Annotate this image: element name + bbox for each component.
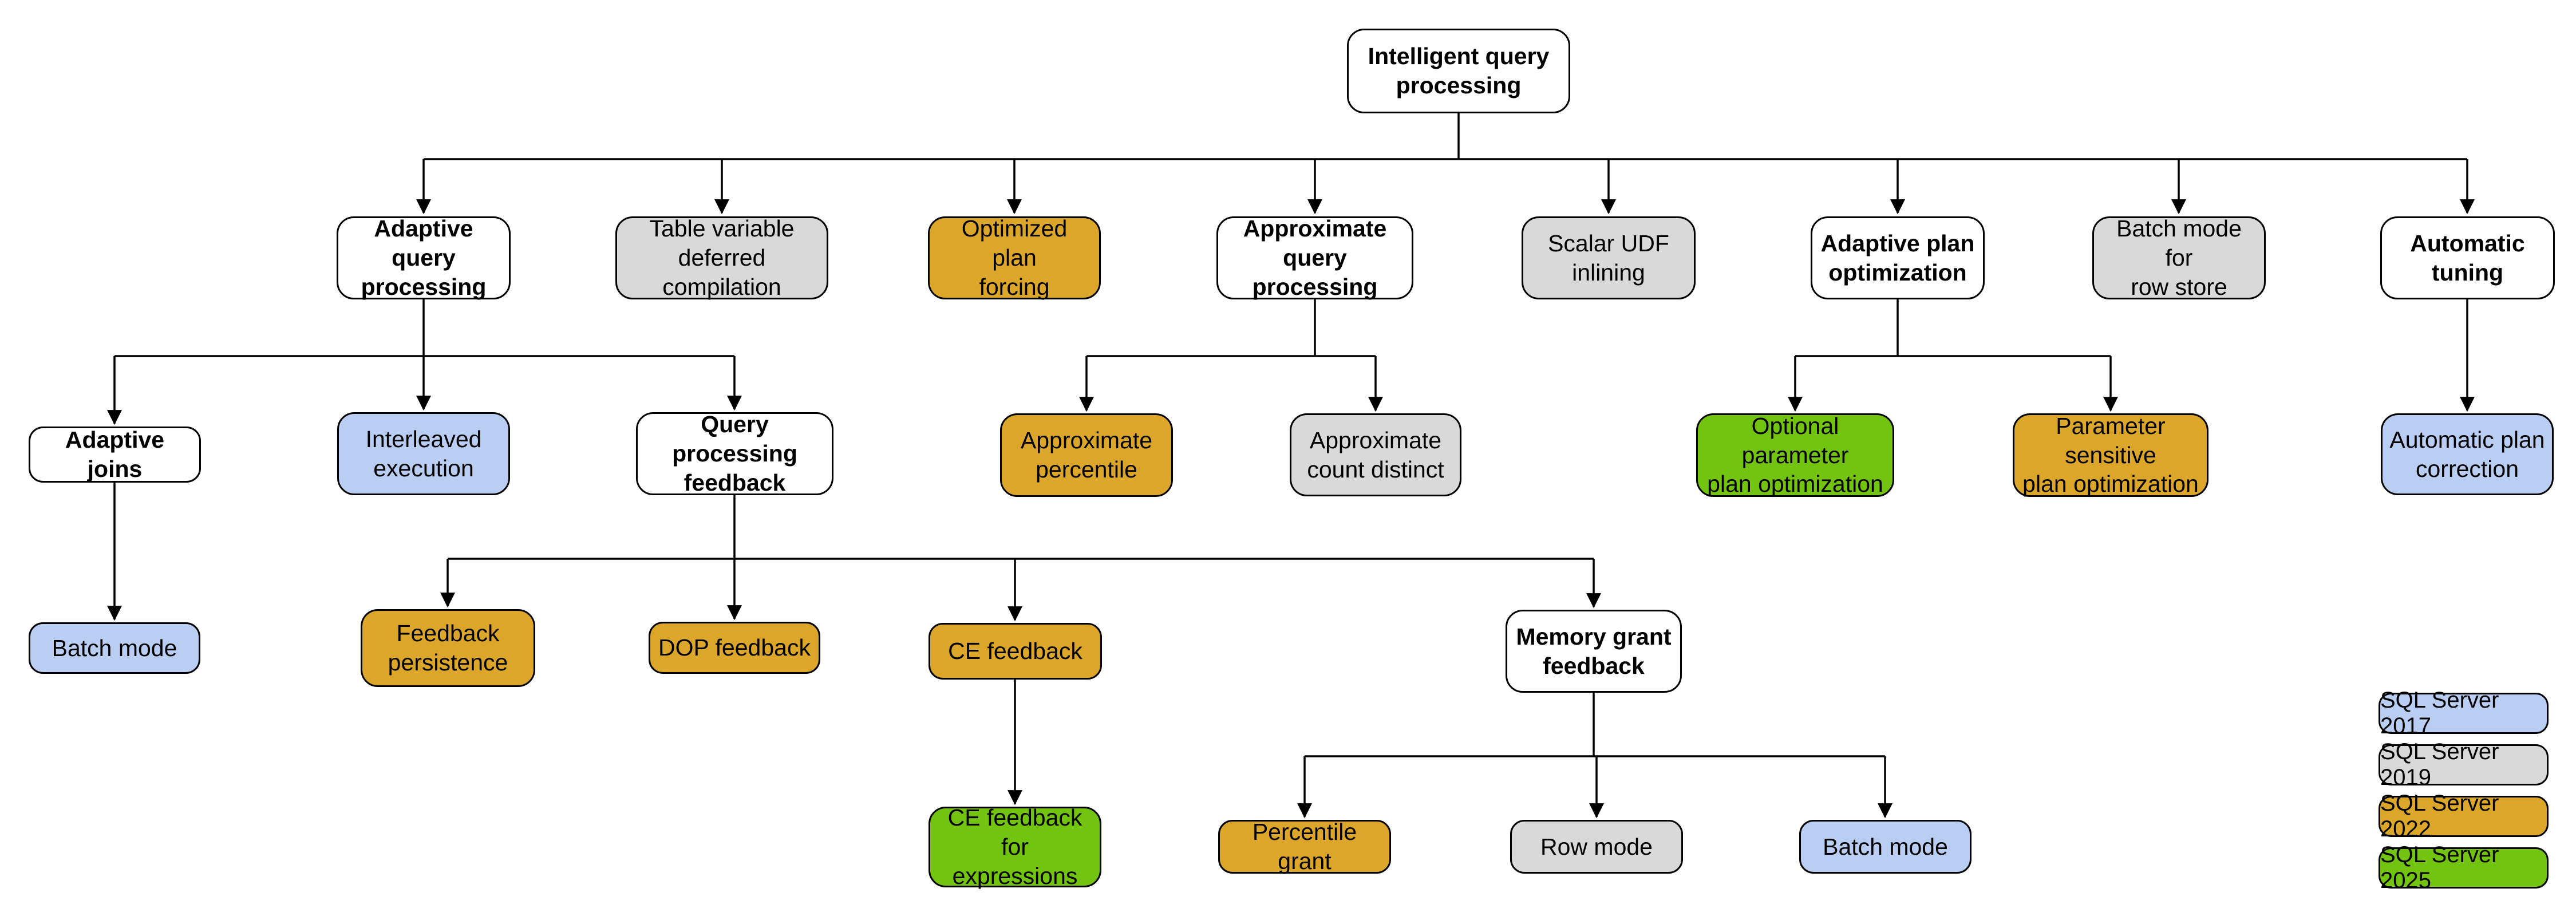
node-adaptive-plan-optimization: Adaptive plan optimization [1811,216,1985,299]
node-label: Adaptive plan optimization [1820,230,1975,286]
node-label: Adaptive joins [65,427,165,482]
node-label: DOP feedback [658,634,811,661]
node-label: Optimized plan forcing [961,215,1068,300]
legend: SQL Server 2017 SQL Server 2019 SQL Serv… [2379,688,2549,893]
node-row-mode: Row mode [1510,820,1683,874]
node-feedback-persistence: Feedback persistence [361,609,535,687]
node-automatic-plan-correction: Automatic plan correction [2381,413,2554,495]
node-label: Row mode [1540,833,1653,860]
node-optional-parameter-plan-optimization: Optional parameter plan optimization [1696,413,1894,497]
node-label: Batch mode for row store [2116,215,2242,300]
node-batch-mode: Batch mode [29,622,200,674]
legend-item-sql-server-2019: SQL Server 2019 [2379,739,2549,790]
node-dop-feedback: DOP feedback [649,622,820,674]
node-label: Approximate query processing [1243,215,1387,300]
node-intelligent-query-processing: Intelligent query processing [1347,29,1570,113]
node-optimized-plan-forcing: Optimized plan forcing [928,215,1101,300]
node-label: Feedback persistence [388,620,508,676]
node-label: Batch mode [1823,833,1948,860]
legend-label: SQL Server 2025 [2380,842,2499,893]
node-label: CE feedback [948,638,1082,665]
node-label: Automatic tuning [2410,230,2525,286]
node-interleaved-execution: Interleaved execution [337,412,510,495]
node-label: Scalar UDF inlining [1548,230,1669,286]
node-approximate-query-processing: Approximate query processing [1216,215,1413,300]
node-label: Approximate percentile [1020,427,1153,483]
node-automatic-tuning: Automatic tuning [2380,216,2555,299]
node-label: Optional parameter plan optimization [1707,412,1883,498]
node-table-variable-deferred-compilation: Table variable deferred compilation [615,215,828,300]
node-adaptive-query-processing: Adaptive query processing [337,215,511,300]
node-percentile-grant: Percentile grant [1218,819,1391,874]
node-label: Parameter sensitive plan optimization [2022,412,2199,498]
node-label: Intelligent query processing [1368,43,1550,98]
node-approximate-count-distinct: Approximate count distinct [1290,413,1461,496]
node-label: Approximate count distinct [1307,427,1444,483]
node-label: Adaptive query processing [361,215,487,300]
node-label: Interleaved execution [365,425,482,481]
node-ce-feedback-for-expressions: CE feedback for expressions [929,804,1101,889]
node-batch-mode: Batch mode [1799,820,1971,874]
node-label: Batch mode [52,634,177,661]
node-ce-feedback: CE feedback [929,623,1102,680]
legend-item-sql-server-2017: SQL Server 2017 [2379,688,2549,739]
legend-label: SQL Server 2022 [2380,791,2499,842]
node-query-processing-feedback: Query processing feedback [636,411,833,496]
node-parameter-sensitive-plan-optimization: Parameter sensitive plan optimization [2013,413,2208,497]
node-scalar-udf-inlining: Scalar UDF inlining [1522,216,1696,299]
node-approximate-percentile: Approximate percentile [1000,413,1173,497]
node-label: CE feedback for expressions [947,804,1082,889]
node-batch-mode-for-row-store: Batch mode for row store [2092,215,2266,300]
legend-item-sql-server-2025: SQL Server 2025 [2379,842,2549,893]
node-label: Table variable deferred compilation [649,215,795,300]
legend-label: SQL Server 2017 [2380,688,2499,739]
node-memory-grant-feedback: Memory grant feedback [1506,610,1682,693]
node-label: Memory grant feedback [1516,623,1672,679]
node-label: Automatic plan correction [2389,426,2545,482]
node-adaptive-joins: Adaptive joins [29,427,201,483]
legend-item-sql-server-2022: SQL Server 2022 [2379,791,2549,842]
node-label: Percentile grant [1252,819,1357,874]
legend-label: SQL Server 2019 [2380,739,2499,790]
node-label: Query processing feedback [672,411,797,496]
